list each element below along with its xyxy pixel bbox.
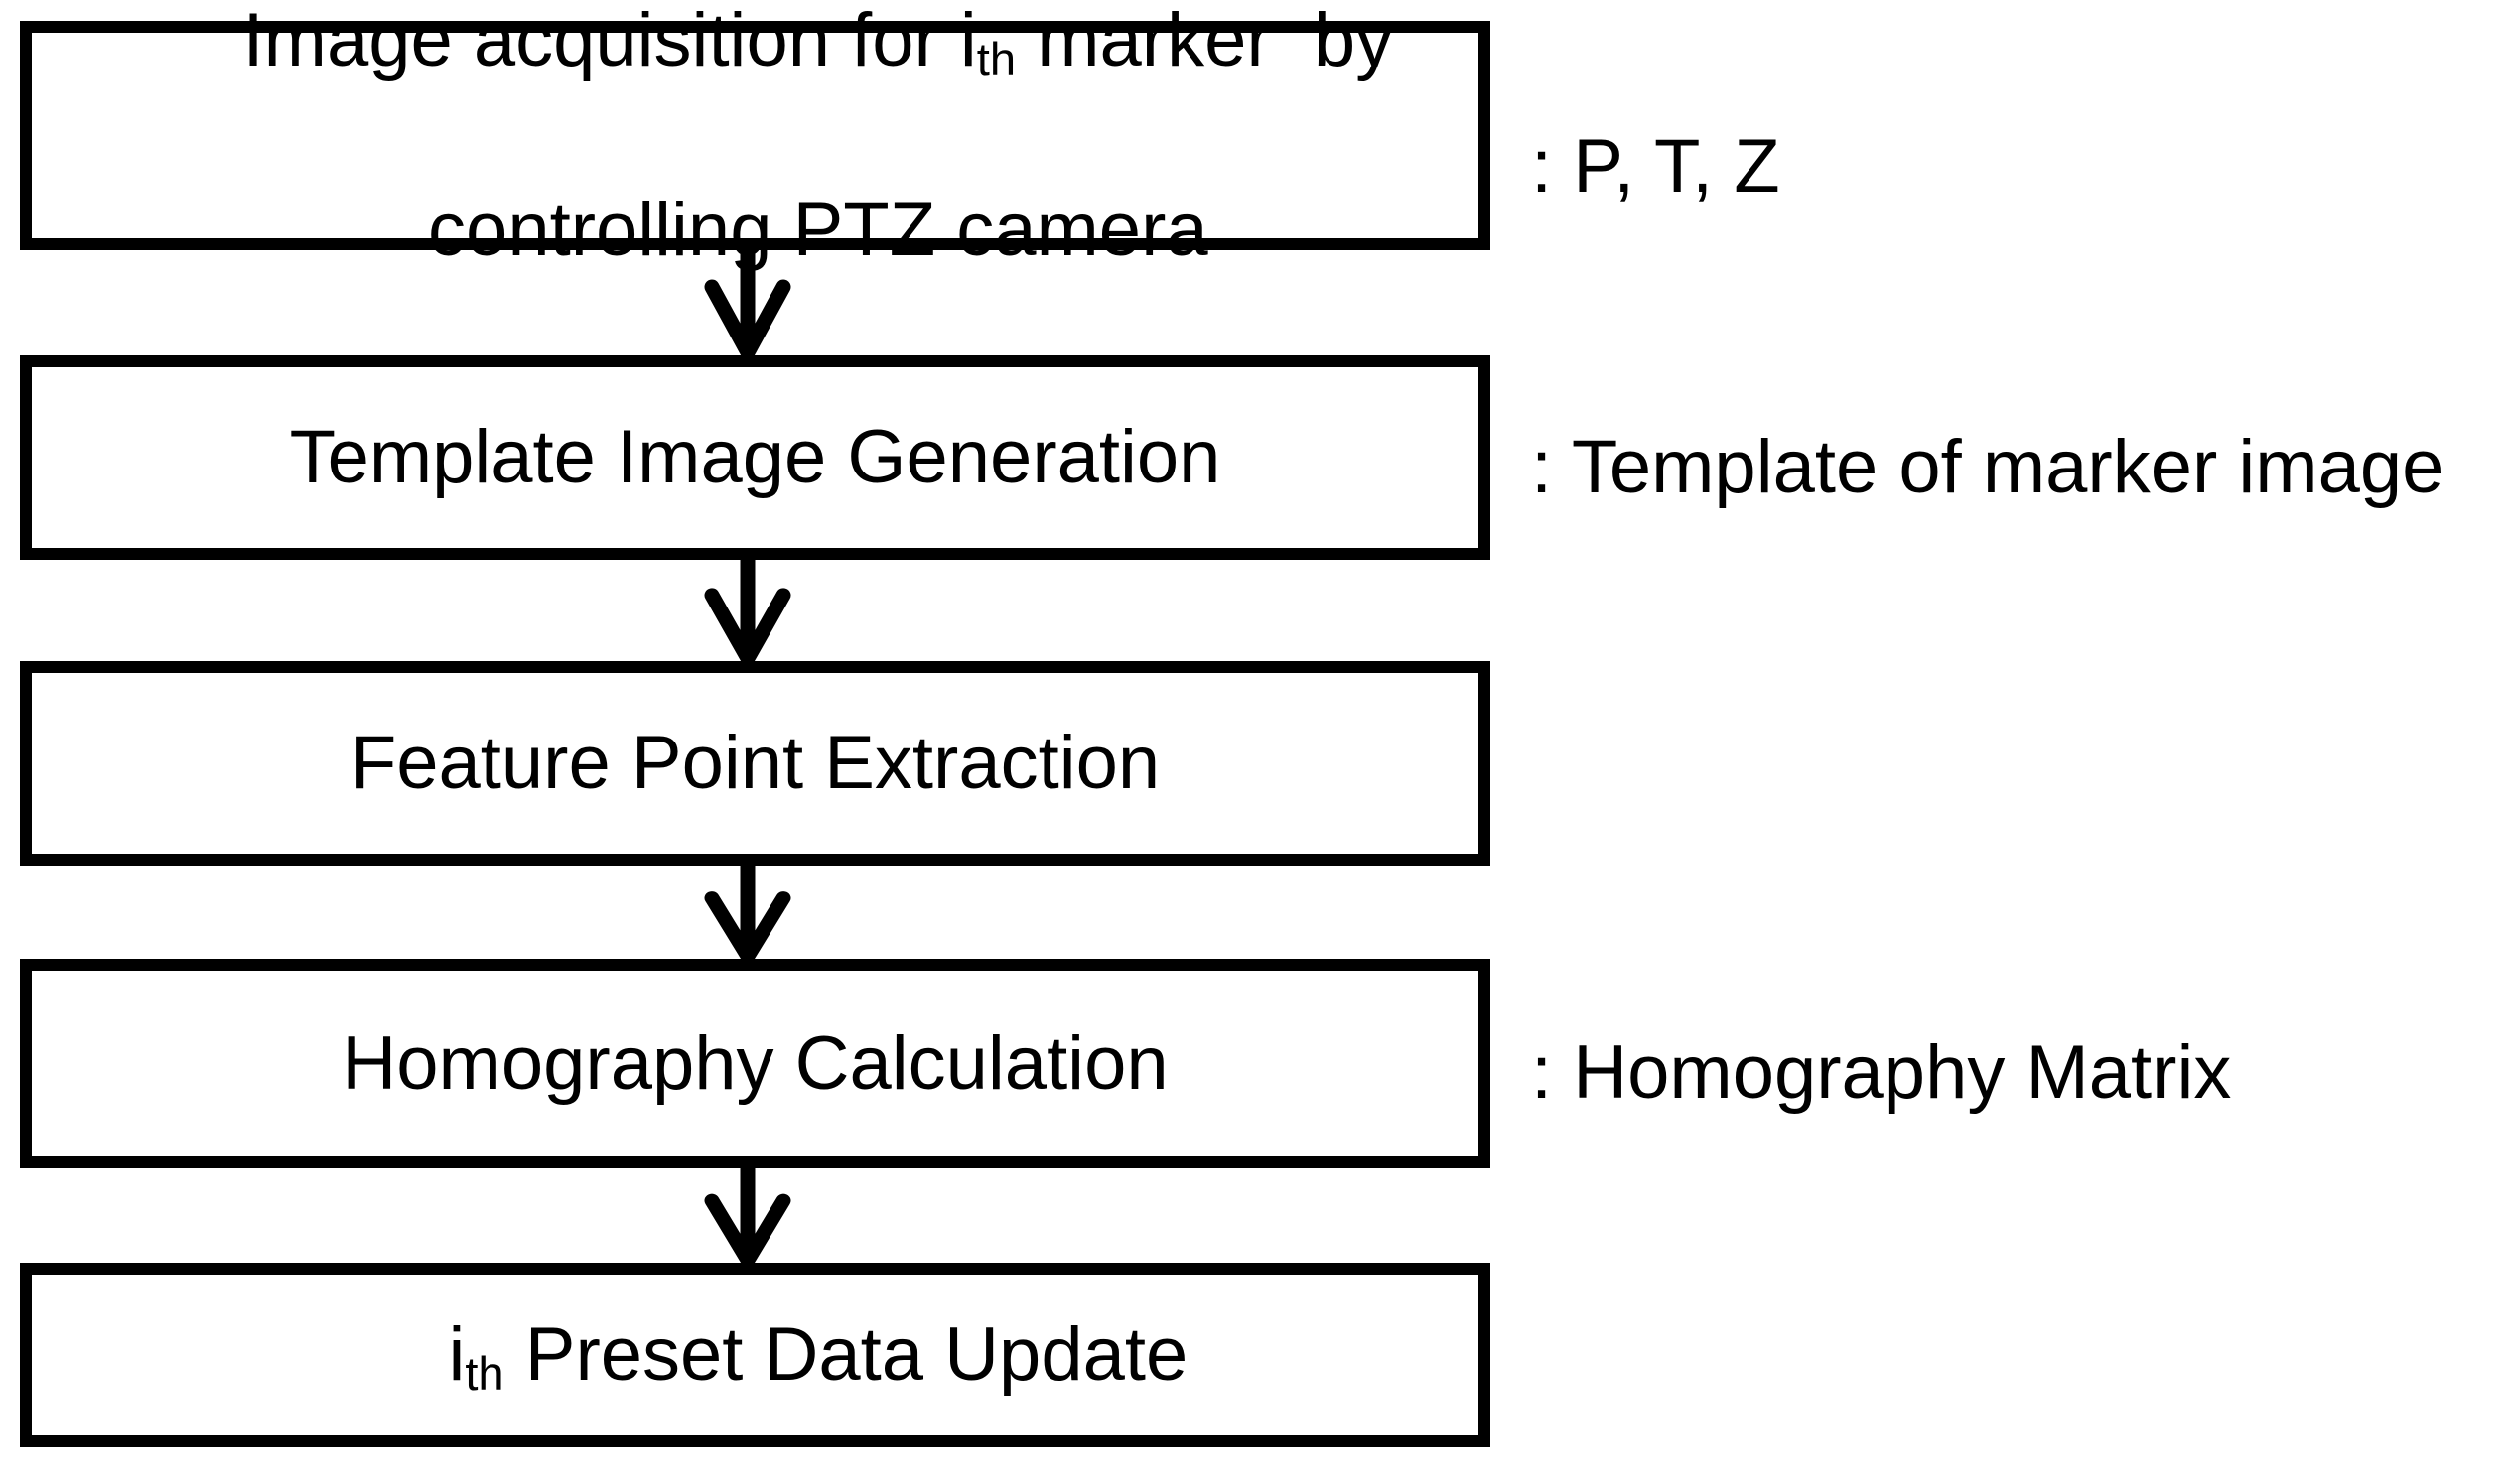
down-arrow-icon [698, 1166, 797, 1264]
step5-post: Preset Data Update [503, 1312, 1189, 1398]
flow-step-label: Feature Point Extraction [350, 721, 1161, 806]
flow-step-label: Image acquisition for ith marker by cont… [117, 0, 1394, 373]
step5-pre: i [448, 1312, 466, 1398]
flow-step-label: Template Image Generation [289, 415, 1221, 500]
flow-step-feature-point-extraction: Feature Point Extraction [20, 661, 1490, 866]
flow-step-preset-data-update: ith Preset Data Update [20, 1263, 1490, 1447]
flow-step-image-acquisition: Image acquisition for ith marker by cont… [20, 0, 1490, 272]
step1-subscript: th [976, 33, 1017, 86]
step1-line1-pre: Image acquisition for i [242, 0, 977, 82]
flow-step-template-image-generation: Template Image Generation [20, 355, 1490, 560]
flow-step-homography-calculation: Homography Calculation [20, 959, 1490, 1168]
down-arrow-icon [698, 559, 797, 662]
flow-step-label: ith Preset Data Update [323, 1212, 1189, 1484]
step5-subscript: th [465, 1347, 504, 1401]
annotation-template-of-marker-image: : Template of marker image [1531, 425, 2445, 509]
flow-step-label: Homography Calculation [342, 1020, 1169, 1106]
down-arrow-icon [698, 249, 797, 356]
annotation-homography-matrix: : Homography Matrix [1531, 1030, 2232, 1115]
step1-line1-post: marker by [1016, 0, 1394, 82]
down-arrow-icon [698, 865, 797, 960]
step1-line2: controlling PTZ camera [428, 188, 1208, 273]
annotation-ptz: : P, T, Z [1531, 124, 1780, 208]
